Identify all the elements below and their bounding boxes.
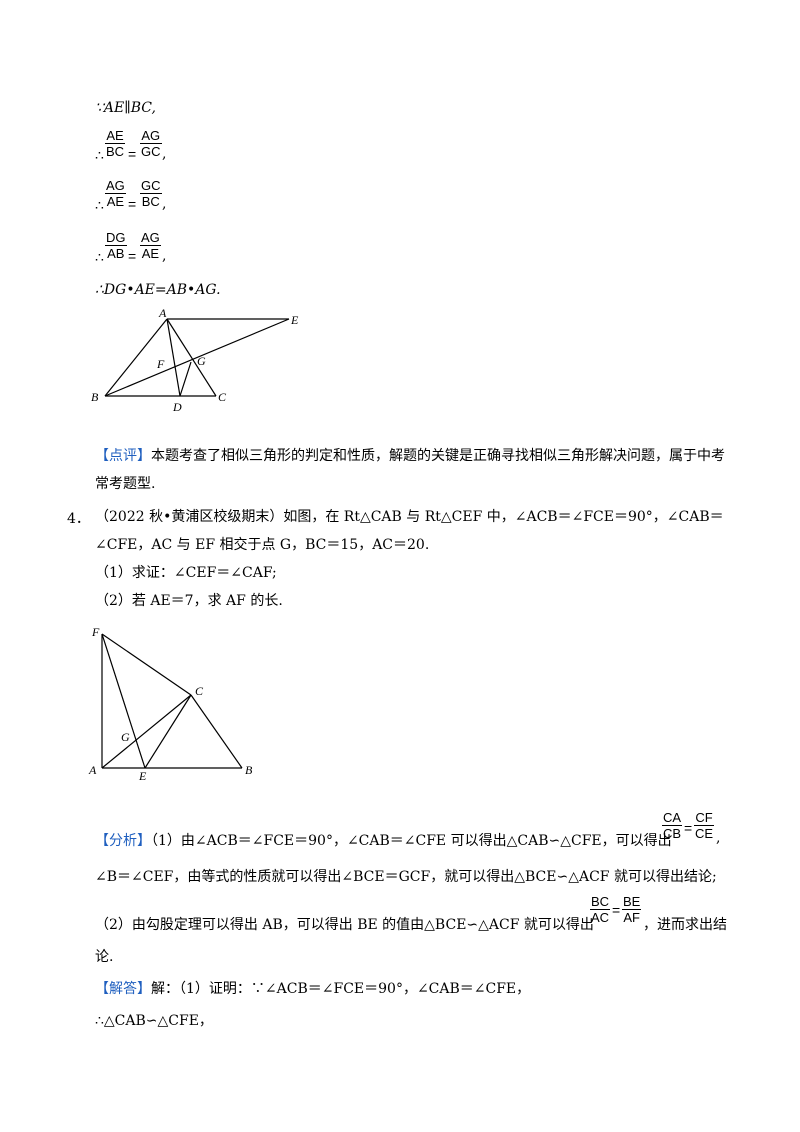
step-conclusion: ∴DG•AE=AB•AG. bbox=[95, 282, 221, 298]
label-B: B bbox=[245, 763, 253, 777]
label-A: A bbox=[158, 306, 167, 320]
label-E: E bbox=[290, 313, 299, 327]
fraction-right: AG GC bbox=[140, 128, 162, 159]
geometry-figure-1: A E F G B D C bbox=[91, 306, 299, 414]
label-E: E bbox=[138, 769, 147, 782]
answer-tag: 【解答】 bbox=[95, 981, 151, 997]
question-2: （2）若 AE＝7，求 AF 的长. bbox=[95, 593, 283, 609]
problem-statement: （2022 秋•黄浦区校级期末）如图，在 Rt△CAB 与 Rt△CEF 中，∠… bbox=[95, 509, 724, 609]
answer-line-2: ∴△CAB∽△CFE， bbox=[95, 1013, 213, 1029]
problem-number: 4． bbox=[67, 511, 90, 527]
step-parallel: ∵AE∥BC, bbox=[95, 100, 156, 116]
label-F: F bbox=[156, 357, 165, 371]
geometry-figure-2: F C G A E B bbox=[88, 625, 253, 782]
label-G: G bbox=[121, 730, 130, 744]
analysis-line-2: ∠B＝∠CEF，由等式的性质就可以得出∠BCE＝GCF，就可以得出△BCE∽△A… bbox=[95, 869, 717, 885]
comment-tag: 【点评】 bbox=[95, 448, 151, 464]
analysis-line-4: 论. bbox=[95, 949, 114, 965]
comment-block: 【点评】本题考查了相似三角形的判定和性质，解题的关键是正确寻找相似三角形解决问题… bbox=[95, 448, 725, 492]
label-C: C bbox=[195, 684, 204, 698]
label-A: A bbox=[88, 763, 97, 777]
analysis-tag: 【分析】 bbox=[95, 833, 151, 849]
label-C: C bbox=[218, 390, 227, 404]
label-B: B bbox=[91, 390, 99, 404]
analysis-line-1: 【分析】（1）由∠ACB＝∠FCE＝90°，∠CAB＝∠CFE 可以得出△CAB… bbox=[95, 833, 672, 849]
label-G: G bbox=[197, 354, 206, 368]
answer-line-1: 【解答】解：（1）证明：∵∠ACB＝∠FCE＝90°，∠CAB＝∠CFE， bbox=[95, 981, 531, 997]
label-D: D bbox=[172, 400, 182, 414]
analysis-line-3: （2）由勾股定理可以得出 AB，可以得出 BE 的值由△BCE∽△ACF 就可以… bbox=[95, 917, 594, 933]
label-F: F bbox=[91, 625, 100, 639]
question-1: （1）求证：∠CEF＝∠CAF; bbox=[95, 565, 277, 581]
therefore-symbol: ∴ bbox=[95, 148, 104, 164]
fraction-left: AE BC bbox=[105, 128, 126, 159]
